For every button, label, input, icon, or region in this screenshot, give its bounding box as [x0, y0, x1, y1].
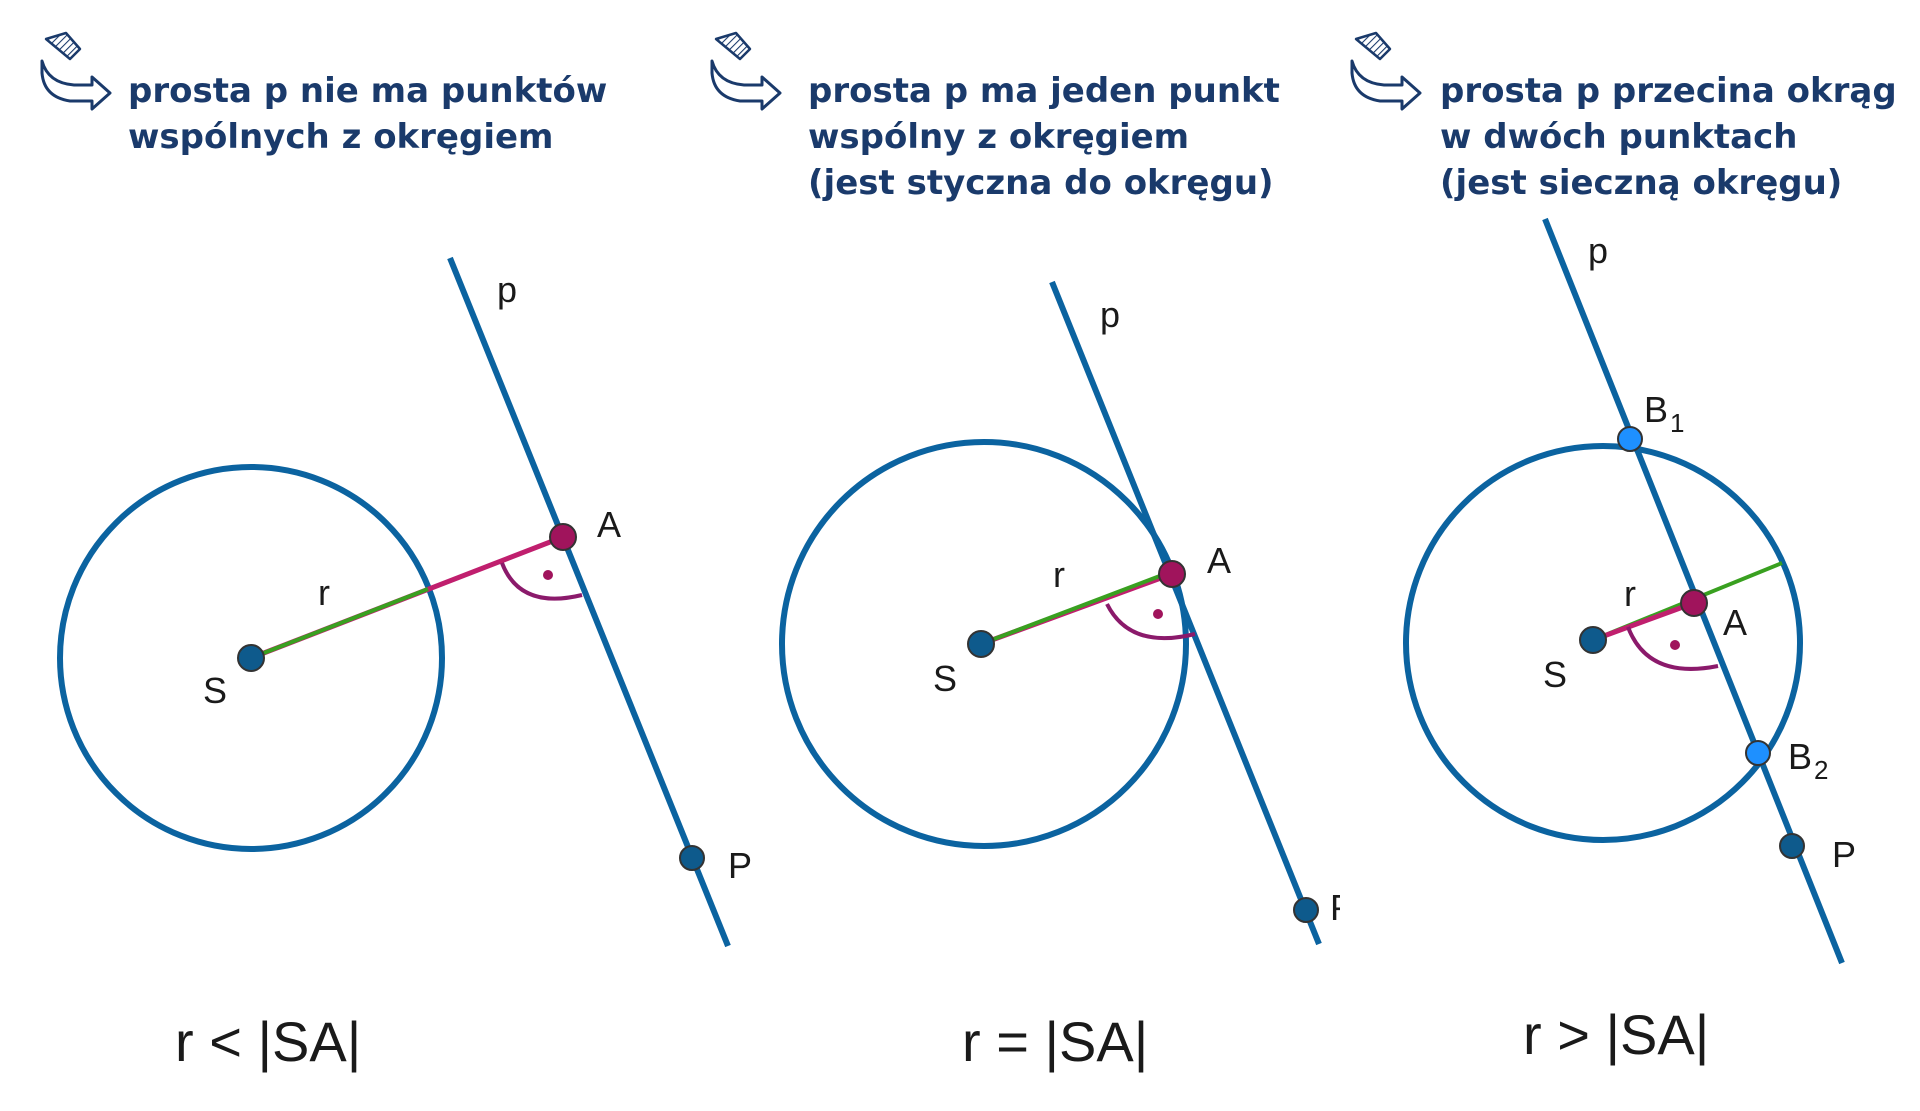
caption-line-1: prosta p nie ma punktów [128, 71, 607, 111]
right-angle-arc [500, 562, 583, 601]
line-p [1049, 280, 1322, 946]
label-A: A [597, 504, 621, 545]
formula: r = |SA| [962, 1010, 1148, 1073]
point-P [1293, 897, 1319, 923]
formula: r > |SA| [1523, 1003, 1709, 1066]
point-A [1158, 560, 1186, 588]
label-P: P [1832, 834, 1856, 875]
label-p: p [1100, 294, 1120, 335]
caption-line-1: prosta p ma jeden punkt [808, 71, 1280, 111]
label-r: r [1053, 554, 1065, 595]
label-r: r [318, 572, 330, 613]
caption-line-2: wspólny z okręgiem [808, 117, 1189, 157]
label-p: p [497, 269, 517, 310]
radius-r [250, 587, 429, 660]
label-P: P [1330, 887, 1354, 928]
point-S [967, 630, 995, 658]
point-S [1579, 626, 1607, 654]
label-A: A [1723, 602, 1747, 643]
label-P: P [728, 845, 752, 886]
caption-line-2: w dwóch punktach [1440, 117, 1797, 157]
circle [1403, 443, 1803, 843]
point-B2 [1745, 740, 1771, 766]
label-p: p [1588, 230, 1608, 271]
label-A: A [1207, 540, 1231, 581]
label-r: r [1624, 573, 1636, 614]
point-P [679, 845, 705, 871]
right-angle-dot [1670, 640, 1680, 650]
panel-3: prosta p przecina okrąg w dwóch punktach… [1350, 31, 1897, 1066]
point-A [549, 523, 577, 551]
panel-2: prosta p ma jeden punkt wspólny z okręgi… [710, 31, 1354, 1073]
arrow-hand-icon [710, 31, 782, 111]
label-P-clip: P [1330, 887, 1354, 928]
arrow-hand-icon [1350, 31, 1422, 111]
caption-line-3: (jest sieczną okręgu) [1440, 163, 1842, 203]
arrow-hand-icon [40, 31, 112, 111]
right-angle-arc [1626, 626, 1719, 671]
label-B2: B2 [1788, 736, 1828, 785]
circle [779, 439, 1189, 849]
caption-line-3: (jest styczna do okręgu) [808, 163, 1274, 203]
label-S: S [933, 658, 957, 699]
label-S: S [203, 670, 227, 711]
label-S: S [1543, 654, 1567, 695]
right-angle-arc [1105, 603, 1196, 641]
point-A [1680, 589, 1708, 617]
point-B1 [1617, 426, 1643, 452]
point-P [1779, 833, 1805, 859]
formula: r < |SA| [175, 1010, 361, 1073]
line-p [447, 256, 731, 948]
right-angle-dot [1153, 609, 1163, 619]
label-B1: B1 [1644, 389, 1684, 438]
radius-r [980, 572, 1166, 646]
circle [57, 464, 445, 852]
right-angle-dot [543, 570, 553, 580]
point-S [237, 644, 265, 672]
panel-1: prosta p nie ma punktów wspólnych z okrę… [40, 31, 752, 1073]
segment-SA [1592, 600, 1695, 643]
caption-line-2: wspólnych z okręgiem [128, 117, 553, 157]
caption-line-1: prosta p przecina okrąg [1440, 71, 1897, 111]
